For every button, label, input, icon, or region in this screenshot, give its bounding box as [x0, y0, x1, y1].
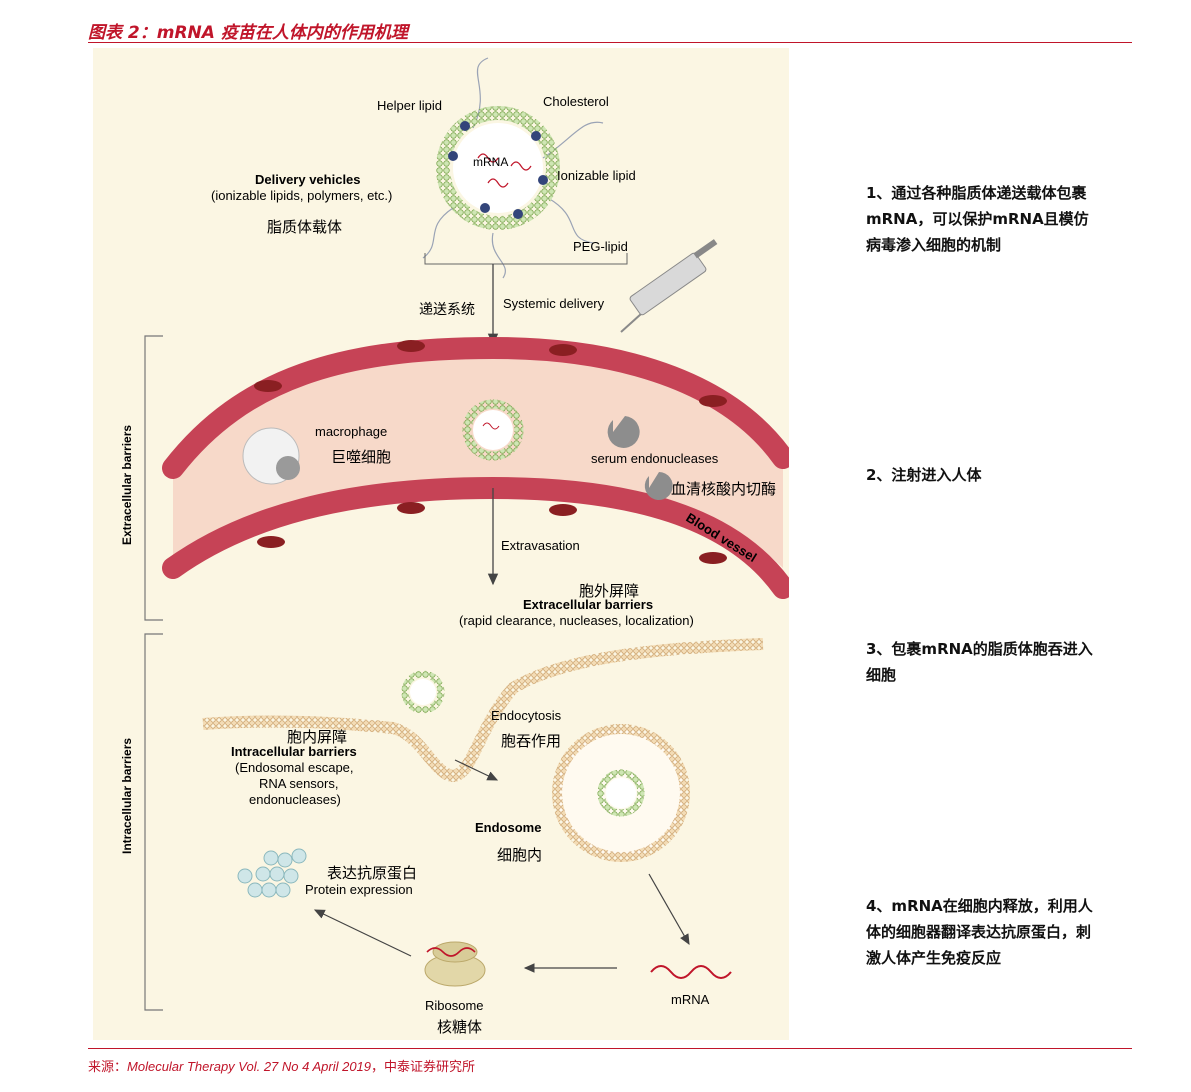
- lnp-in-vessel: [462, 399, 524, 461]
- source-prefix: 来源：: [88, 1060, 128, 1075]
- label-protein-cn: 表达抗原蛋白: [327, 864, 417, 882]
- label-intra-sub1: (Endosomal escape,: [235, 760, 354, 775]
- label-peg-lipid: PEG-lipid: [573, 239, 628, 254]
- source-citation: Molecular Therapy Vol. 27 No 4 April 201…: [127, 1059, 372, 1074]
- macrophage-icon: [242, 427, 300, 485]
- bottom-divider: [88, 1048, 1132, 1049]
- step-1-text: 1、通过各种脂质体递送载体包裹mRNA，可以保护mRNA且模仿病毒渗入细胞的机制: [866, 184, 1089, 254]
- source-note: 来源：Molecular Therapy Vol. 27 No 4 April …: [88, 1056, 475, 1075]
- label-ionizable-lipid: Ionizable lipid: [557, 168, 636, 183]
- label-extracellular-side: Extracellular barriers: [120, 425, 134, 545]
- syringe-icon: [620, 239, 718, 333]
- label-mrna: mRNA: [671, 992, 710, 1007]
- endosome: [552, 724, 690, 862]
- label-intra-sub3: endonucleases): [249, 792, 341, 807]
- label-macrophage-cn: 巨噬细胞: [331, 448, 391, 466]
- source-suffix: ，中泰证券研究所: [371, 1060, 476, 1075]
- mechanism-diagram: Helper lipid Cholesterol mRNA Ionizable …: [93, 48, 789, 1040]
- lnp-endocytosis: [401, 670, 445, 714]
- label-macrophage: macrophage: [315, 424, 387, 439]
- step-2-text: 2、注射进入人体: [866, 466, 982, 484]
- protein-cluster-icon: [237, 848, 307, 898]
- label-intra-sub2: RNA sensors,: [259, 776, 338, 791]
- step-4-text: 4、mRNA在细胞内释放，利用人体的细胞器翻译表达抗原蛋白，刺激人体产生免疫反应: [866, 897, 1093, 967]
- label-endosome-cn: 细胞内: [497, 846, 542, 864]
- mrna-strand: [650, 965, 732, 979]
- label-serum-cn: 血清核酸内切酶: [671, 480, 776, 498]
- label-ribosome: Ribosome: [425, 998, 484, 1013]
- label-mrna-inner: mRNA: [473, 155, 508, 169]
- cell-membrane: [202, 638, 764, 783]
- label-serum-endonucleases: serum endonucleases: [591, 451, 719, 466]
- label-extra-cn: 胞外屏障: [579, 582, 639, 600]
- label-extravasation: Extravasation: [501, 538, 580, 553]
- ribosome-icon: [424, 941, 486, 987]
- label-systemic-delivery: Systemic delivery: [503, 296, 605, 311]
- figure-title: 图表 2：mRNA 疫苗在人体内的作用机理: [88, 23, 408, 43]
- label-systemic-cn: 递送系统: [419, 302, 475, 318]
- label-extra-sub: (rapid clearance, nucleases, localizatio…: [459, 613, 694, 628]
- label-ribosome-cn: 核糖体: [437, 1018, 482, 1036]
- label-protein-expression: Protein expression: [305, 882, 413, 897]
- label-extra-title: Extracellular barriers: [523, 597, 653, 612]
- endonuclease-icon: [607, 416, 640, 448]
- label-endocytosis: Endocytosis: [491, 708, 562, 723]
- label-delivery-vehicles: Delivery vehicles: [255, 172, 361, 187]
- label-helper-lipid: Helper lipid: [377, 98, 442, 113]
- label-delivery-cn: 脂质体载体: [267, 218, 342, 236]
- label-intra-cn: 胞内屏障: [287, 728, 347, 746]
- top-divider: [88, 42, 1132, 43]
- label-delivery-sub: (ionizable lipids, polymers, etc.): [211, 188, 392, 203]
- blood-vessel: [162, 336, 789, 599]
- label-cholesterol: Cholesterol: [543, 94, 609, 109]
- endonuclease-icon-2: [644, 472, 673, 500]
- step-3-text: 3、包裹mRNA的脂质体胞吞进入细胞: [866, 640, 1093, 684]
- label-endosome: Endosome: [475, 820, 541, 835]
- label-endocytosis-cn: 胞吞作用: [501, 732, 561, 750]
- label-intracellular-side: Intracellular barriers: [120, 738, 134, 854]
- lnp-top: [422, 57, 604, 279]
- label-intra-title: Intracellular barriers: [231, 744, 357, 759]
